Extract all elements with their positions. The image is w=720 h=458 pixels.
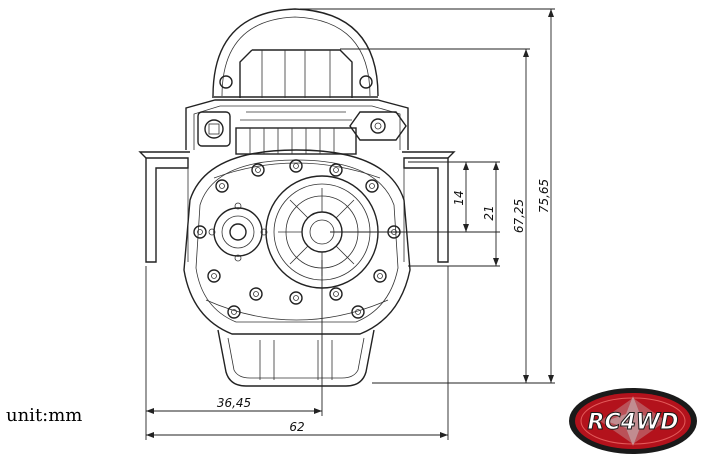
dim-67-25: 67,25 [512, 199, 526, 233]
vertical-dimensions [300, 8, 555, 384]
dim-75-65: 75,65 [537, 179, 551, 213]
dim-21: 21 [482, 205, 496, 220]
unit-label: unit:mm [6, 405, 83, 426]
gear-case [183, 149, 411, 335]
horizontal-dimensions [145, 260, 449, 440]
upper-housing [185, 99, 409, 155]
dim-62: 62 [289, 420, 304, 434]
logo-text: RC4WD [588, 410, 679, 435]
transmission-top-dome [212, 8, 379, 98]
dim-36-45: 36,45 [217, 396, 251, 410]
mount-brackets [138, 151, 456, 263]
case-bolts [193, 159, 401, 319]
rc4wd-logo: RC4WD [569, 388, 697, 454]
dim-14: 14 [452, 190, 466, 205]
lower-sump [217, 329, 375, 387]
input-gear [208, 202, 268, 262]
